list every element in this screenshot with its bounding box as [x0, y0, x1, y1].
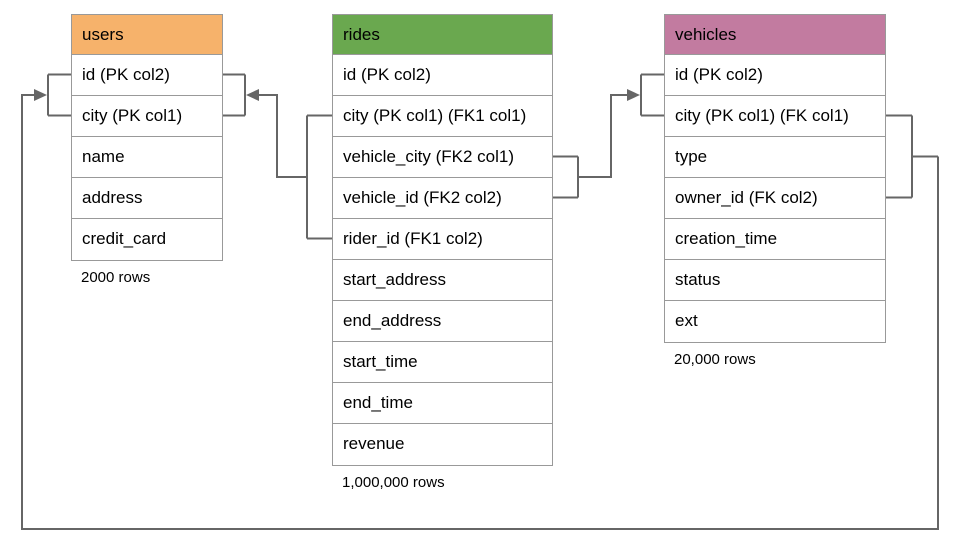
- column-row-rides-vehicle-id: vehicle_id (FK2 col2): [333, 178, 552, 219]
- arrowhead-into-vehicles-left: [627, 89, 640, 101]
- table-users[interactable]: users id (PK col2) city (PK col1) name a…: [71, 14, 223, 286]
- column-row-rides-rider-id: rider_id (FK1 col2): [333, 219, 552, 260]
- column-row-rides-start-address: start_address: [333, 260, 552, 301]
- fk1-connector-rides-to-users: [223, 73, 332, 240]
- column-row-vehicles-type: type: [665, 137, 885, 178]
- column-row-vehicles-id: id (PK col2): [665, 55, 885, 96]
- column-row-users-address: address: [72, 178, 222, 219]
- column-row-vehicles-status: status: [665, 260, 885, 301]
- column-row-rides-vehicle-city: vehicle_city (FK2 col1): [333, 137, 552, 178]
- column-row-users-credit-card: credit_card: [72, 219, 222, 260]
- column-row-users-name: name: [72, 137, 222, 178]
- arrowhead-into-users-left: [34, 89, 47, 101]
- column-row-rides-end-address: end_address: [333, 301, 552, 342]
- column-row-vehicles-creation-time: creation_time: [665, 219, 885, 260]
- row-count-vehicles: 20,000 rows: [674, 351, 756, 368]
- column-row-vehicles-city: city (PK col1) (FK col1): [665, 96, 885, 137]
- column-row-users-city: city (PK col1): [72, 96, 222, 137]
- column-row-vehicles-ext: ext: [665, 301, 885, 342]
- column-row-vehicles-owner-id: owner_id (FK col2): [665, 178, 885, 219]
- fk2-connector-rides-to-vehicles: [553, 73, 664, 199]
- table-header-rides: rides: [333, 15, 552, 55]
- row-count-rides: 1,000,000 rows: [342, 474, 445, 491]
- table-header-vehicles: vehicles: [665, 15, 885, 55]
- column-row-rides-id: id (PK col2): [333, 55, 552, 96]
- table-rides[interactable]: rides id (PK col2) city (PK col1) (FK1 c…: [332, 14, 553, 491]
- column-row-users-id: id (PK col2): [72, 55, 222, 96]
- arrowhead-into-users-right: [246, 89, 259, 101]
- table-header-users: users: [72, 15, 222, 55]
- table-vehicles[interactable]: vehicles id (PK col2) city (PK col1) (FK…: [664, 14, 886, 368]
- column-row-rides-revenue: revenue: [333, 424, 552, 465]
- column-row-rides-end-time: end_time: [333, 383, 552, 424]
- column-row-rides-start-time: start_time: [333, 342, 552, 383]
- row-count-users: 2000 rows: [81, 269, 151, 286]
- fk-connector-vehicles-to-users: [21, 73, 939, 530]
- column-row-rides-city: city (PK col1) (FK1 col1): [333, 96, 552, 137]
